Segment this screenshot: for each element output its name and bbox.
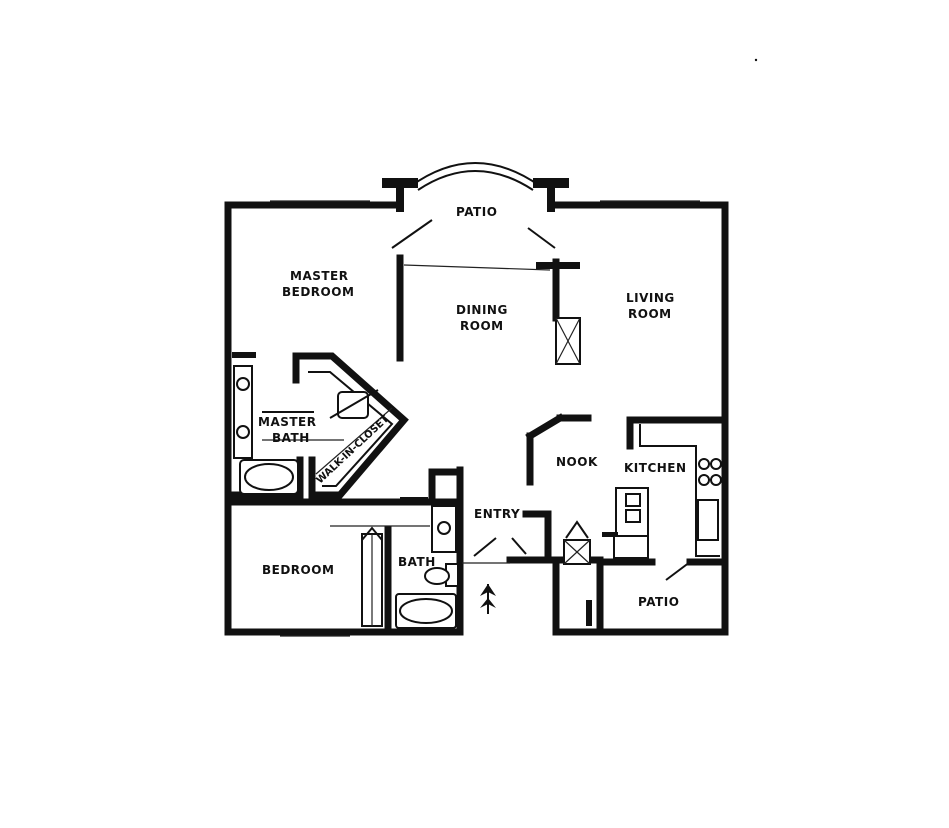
- label-master-bath-line2: BATH: [272, 431, 310, 445]
- label-bedroom: BEDROOM: [262, 563, 334, 577]
- speck-dot: [754, 58, 758, 62]
- label-kitchen: KITCHEN: [624, 461, 687, 475]
- label-living-room-line2: ROOM: [628, 307, 672, 321]
- room-labels: PATIO MASTER BEDROOM DINING ROOM LIVING …: [258, 205, 687, 609]
- label-nook: NOOK: [556, 455, 598, 469]
- label-dining-room-line1: DINING: [456, 303, 508, 317]
- label-master-bedroom-line1: MASTER: [290, 269, 349, 283]
- label-entry: ENTRY: [474, 507, 520, 521]
- label-dining-room-line2: ROOM: [460, 319, 504, 333]
- outer-walls: [224, 200, 729, 637]
- label-bath: BATH: [398, 555, 436, 569]
- doors: [400, 497, 527, 564]
- kitchen-fixtures: [563, 424, 722, 626]
- entry-arrow-icon: [480, 584, 496, 614]
- label-master-bath-line1: MASTER: [258, 415, 317, 429]
- label-patio-top: PATIO: [456, 205, 497, 219]
- walk-in-closet-walls: [292, 352, 409, 499]
- patio-bay: [382, 162, 569, 249]
- label-master-bedroom-line2: BEDROOM: [282, 285, 354, 299]
- label-living-room-line1: LIVING: [626, 291, 675, 305]
- label-patio-bottom: PATIO: [638, 595, 679, 609]
- bath-fixtures: [361, 505, 459, 629]
- master-bath-fixtures: [233, 365, 344, 495]
